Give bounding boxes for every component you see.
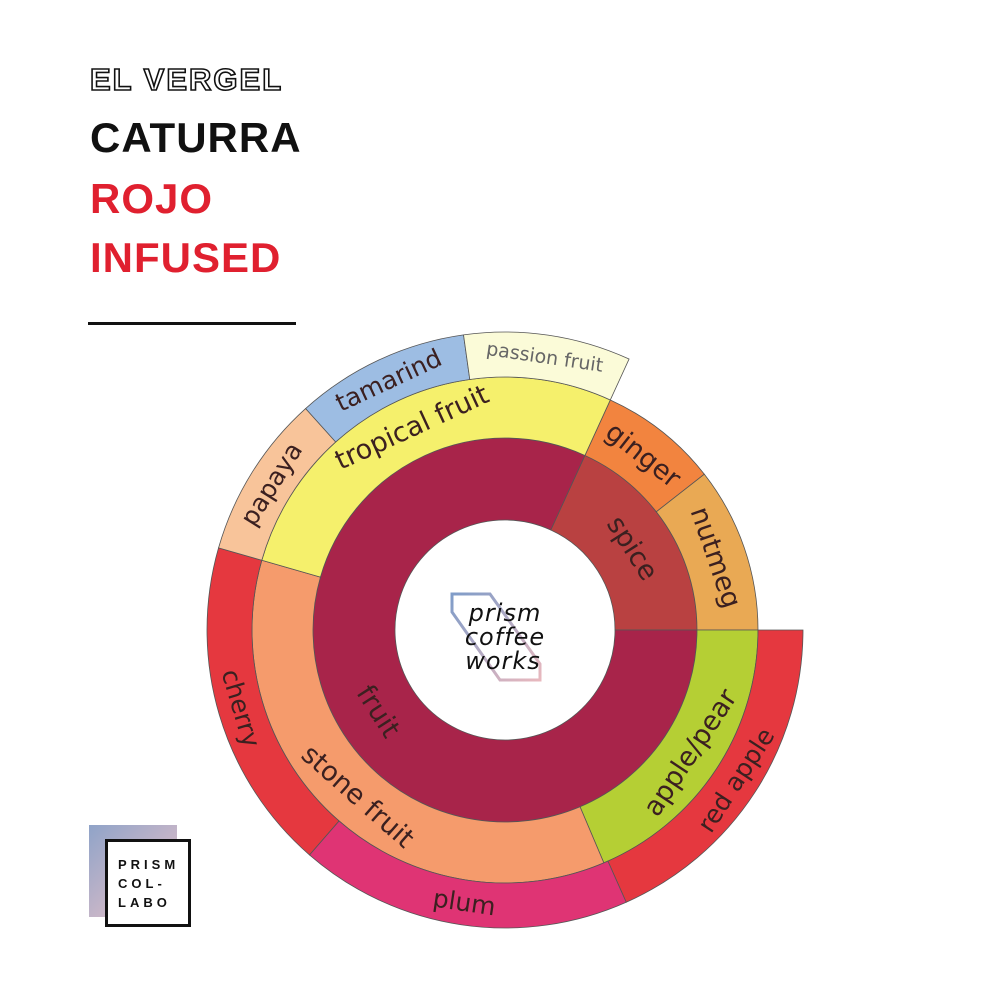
center-logo: prism coffee works — [450, 592, 545, 682]
prism-collabo-logo: PRISM COL- LABO — [89, 825, 199, 935]
variety-name: CATURRA — [90, 114, 302, 161]
logo-line3: LABO — [118, 894, 171, 910]
process-line-2: INFUSED — [90, 234, 282, 281]
logo-box: PRISM COL- LABO — [105, 839, 191, 927]
center-logo-line3: works — [465, 647, 541, 675]
farm-name: EL VERGEL — [89, 62, 284, 97]
center-logo-line1: prism — [468, 599, 542, 627]
center-logo-line2: coffee — [465, 623, 545, 651]
logo-line2: COL- — [118, 875, 166, 891]
segment-passion-fruit — [463, 331, 630, 401]
logo-line1: PRISM — [118, 856, 180, 872]
process-line-1: ROJO — [90, 175, 214, 222]
title-divider — [88, 322, 296, 325]
